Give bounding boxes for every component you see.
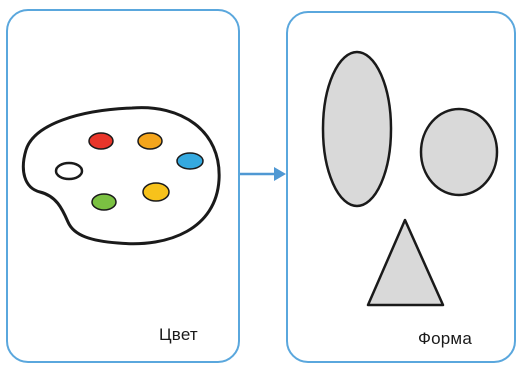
palette-icon: [21, 106, 221, 246]
shape-label: Форма: [418, 329, 472, 348]
paint-dot-yellow: [142, 182, 170, 202]
paint-dot-red: [88, 132, 114, 150]
paint-dot-blue: [176, 152, 204, 170]
palette-thumb-hole: [54, 161, 84, 181]
shape-ellipse: [321, 50, 393, 208]
paint-dot-orange: [137, 132, 163, 150]
paint-dot-green: [91, 193, 117, 211]
palette-outline: [21, 106, 221, 246]
shape-triangle: [366, 218, 445, 307]
shape-circle: [419, 107, 499, 197]
arrow-right-icon: [240, 167, 286, 181]
color-label: Цвет: [159, 325, 198, 344]
